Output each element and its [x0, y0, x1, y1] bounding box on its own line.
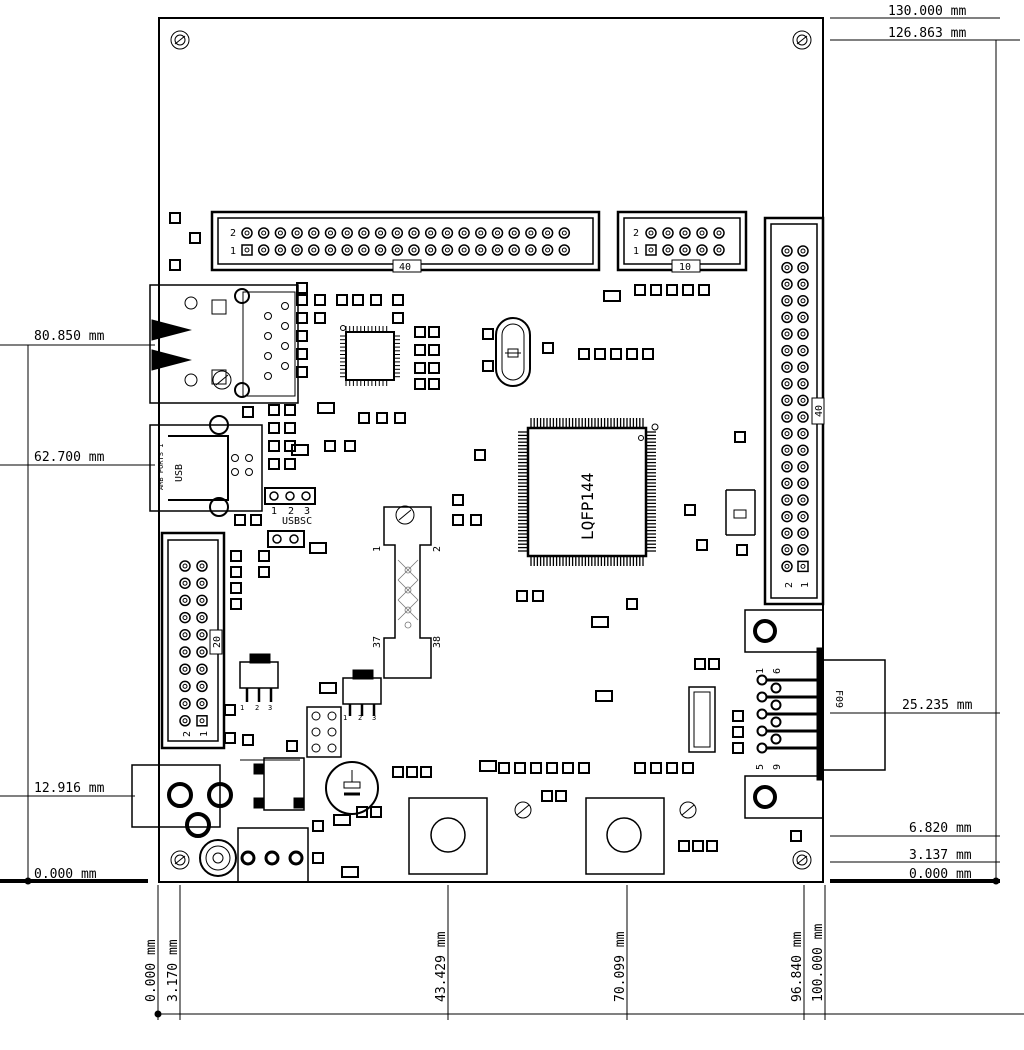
- left-dimension-labels: 80.850 mm 62.700 mm 12.916 mm 0.000 mm: [34, 329, 105, 882]
- flex-pin37: 37: [372, 636, 383, 648]
- header-40v-pin2: 2: [784, 582, 795, 588]
- usbsc-pin3: 3: [304, 506, 310, 517]
- board-outline: [158, 17, 824, 883]
- mcu-label: LQFP144: [578, 473, 597, 540]
- header-40-right: 40 2 1: [763, 216, 825, 606]
- flex-pin2: 2: [432, 546, 443, 552]
- usbsc-pin1: 1: [271, 506, 277, 517]
- db9-pin1: 1: [755, 668, 766, 674]
- dimension-lines: [0, 17, 1024, 1020]
- header-10-top: 10 2 1: [616, 210, 748, 273]
- jumper-2x3: [306, 706, 342, 758]
- usbsc-label: USBSC: [282, 516, 312, 527]
- rs232-ic: [688, 686, 716, 753]
- switch-pin-labels: 1 2 3 1 2 3: [240, 704, 376, 722]
- dim-b100: 100.000 mm: [811, 924, 826, 1002]
- push-button-2: [585, 797, 665, 875]
- push-button-1: [408, 797, 488, 875]
- dim-62: 62.700 mm: [34, 450, 105, 465]
- usb-vertical-label: AMB PORTS 1: [157, 444, 165, 490]
- electrolytic-cap: [325, 761, 379, 815]
- db9-pin9: 9: [772, 764, 783, 770]
- dim-b0: 0.000 mm: [144, 939, 159, 1002]
- mounting-holes: [170, 30, 812, 870]
- dim-80: 80.850 mm: [34, 329, 105, 344]
- dim-126: 126.863 mm: [888, 26, 966, 41]
- dim-b96: 96.840 mm: [790, 931, 805, 1002]
- db9-pin6: 6: [772, 668, 783, 674]
- crystal: [495, 317, 531, 387]
- slide-switch-1: [239, 653, 279, 702]
- flex-pin1: 1: [372, 546, 383, 552]
- dim-b43: 43.429 mm: [434, 931, 449, 1002]
- header-10-label: 10: [679, 262, 691, 273]
- svg-text:1: 1: [240, 704, 244, 712]
- db9-connector: [744, 609, 886, 819]
- power-jack: [131, 764, 233, 838]
- terminal-block: [237, 827, 309, 883]
- mcu-lqfp144: [518, 418, 659, 566]
- bottom-dimension-labels: 0.000 mm 3.170 mm 43.429 mm 70.099 mm 96…: [144, 924, 826, 1002]
- flex-pin38: 38: [432, 636, 443, 648]
- header-40v-label: 40: [814, 405, 825, 417]
- svg-text:3: 3: [268, 704, 272, 712]
- usb-label: USB: [174, 464, 185, 482]
- phy-chip: [340, 325, 400, 386]
- header-40-top: 40 2 1: [210, 210, 601, 273]
- db9-pin5: 5: [755, 764, 766, 770]
- svg-text:1: 1: [343, 714, 347, 722]
- right-dimension-labels: 130.000 mm 126.863 mm 25.235 mm 6.820 mm…: [888, 4, 973, 882]
- header-20-pin2: 2: [182, 731, 193, 737]
- buzzer: [199, 839, 237, 877]
- dim-b70: 70.099 mm: [613, 931, 628, 1002]
- usbsc-jumper: 1 2 3 USBSC: [264, 487, 316, 527]
- header-40v-pin1: 1: [800, 582, 811, 588]
- dim-25: 25.235 mm: [902, 698, 973, 713]
- header-40-pin1: 1: [230, 246, 236, 257]
- dim-0-left: 0.000 mm: [34, 867, 97, 882]
- header-10-pin2: 2: [633, 228, 639, 239]
- dim-130: 130.000 mm: [888, 4, 966, 19]
- dim-b3: 3.170 mm: [166, 939, 181, 1002]
- flex-connector: [383, 506, 432, 679]
- oscillator: [725, 489, 756, 536]
- header-40-pin2: 2: [230, 228, 236, 239]
- usbsc-pin2: 2: [288, 506, 294, 517]
- ethernet-jack: [149, 284, 299, 404]
- slide-switch-2: [342, 669, 382, 716]
- header-20-left: 20 2 1: [160, 531, 226, 750]
- dim-3: 3.137 mm: [909, 848, 972, 863]
- dim-6: 6.820 mm: [909, 821, 972, 836]
- svg-text:2: 2: [255, 704, 259, 712]
- header-20-pin1: 1: [199, 731, 210, 737]
- voltage-regulator: [240, 757, 305, 811]
- header-20-label: 20: [212, 636, 223, 648]
- svg-text:2: 2: [358, 714, 362, 722]
- usb-connector: [149, 415, 263, 517]
- dim-12: 12.916 mm: [34, 781, 105, 796]
- db9-label: F09: [833, 690, 844, 708]
- dim-0-right: 0.000 mm: [909, 867, 972, 882]
- smd-passives: [169, 212, 802, 878]
- header-10-pin1: 1: [633, 246, 639, 257]
- svg-text:3: 3: [372, 714, 376, 722]
- header-40-label: 40: [399, 262, 411, 273]
- jumper-2pin: [267, 530, 305, 548]
